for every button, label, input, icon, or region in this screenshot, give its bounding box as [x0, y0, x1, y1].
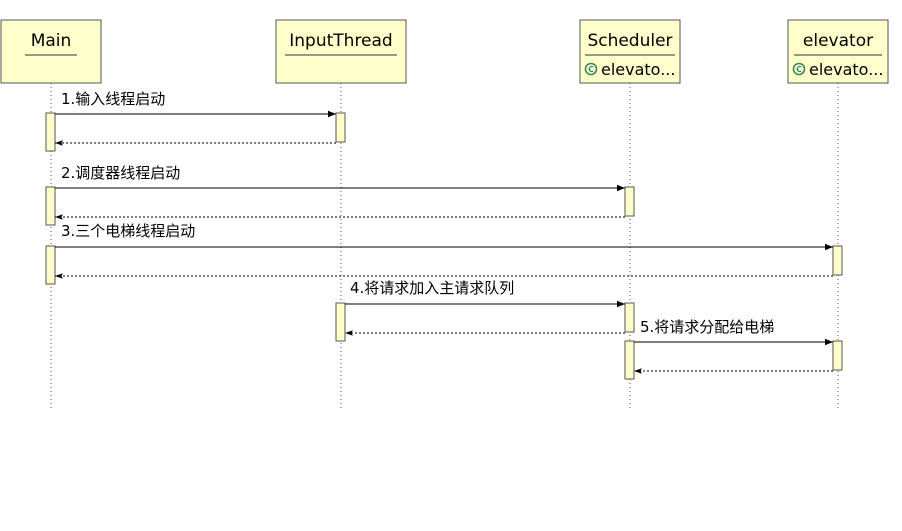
message-4[interactable]: 4.将请求加入主请求队列 [345, 279, 625, 336]
participant-elevator[interactable]: elevator C elevato... [787, 19, 889, 84]
participant-box [579, 19, 681, 84]
activation-main-3 [45, 245, 56, 285]
participant-name: Scheduler [587, 31, 672, 51]
message-2[interactable]: 2.调度器线程启动 [55, 164, 625, 220]
activation-inputthread-2 [335, 302, 346, 342]
participant-scheduler[interactable]: Scheduler C elevato... [579, 19, 681, 84]
message-label: 4.将请求加入主请求队列 [350, 279, 514, 297]
activation-inputthread-1 [335, 112, 346, 143]
class-icon: C [584, 62, 598, 76]
message-3[interactable]: 3.三个电梯线程启动 [55, 222, 833, 279]
participant-name: InputThread [289, 31, 392, 51]
activation-elevator-2 [832, 340, 843, 371]
participant-inputthread[interactable]: InputThread [275, 19, 407, 84]
participant-box [787, 19, 889, 84]
participant-name: elevator [803, 31, 873, 51]
svg-text:C: C [796, 65, 802, 74]
activation-scheduler-3 [624, 340, 635, 380]
activation-scheduler-2 [624, 302, 635, 333]
message-label: 5.将请求分配给电梯 [640, 318, 774, 336]
participant-subtitle: elevato... [601, 60, 675, 79]
message-label: 1.输入线程启动 [61, 90, 165, 108]
message-label: 2.调度器线程启动 [61, 164, 180, 182]
participant-box [275, 19, 407, 84]
svg-text:C: C [588, 65, 594, 74]
activation-main-2 [45, 186, 56, 226]
message-5[interactable]: 5.将请求分配给电梯 [634, 318, 833, 374]
participant-name: Main [31, 31, 72, 51]
activation-main-1 [45, 112, 56, 152]
message-label: 3.三个电梯线程启动 [61, 222, 195, 240]
participant-main[interactable]: Main [0, 19, 102, 84]
activation-elevator-1 [832, 245, 843, 276]
participant-subtitle: elevato... [809, 60, 883, 79]
class-icon: C [792, 62, 806, 76]
participant-box [0, 19, 102, 84]
message-1[interactable]: 1.输入线程启动 [55, 90, 336, 146]
activation-scheduler-1 [624, 186, 635, 217]
